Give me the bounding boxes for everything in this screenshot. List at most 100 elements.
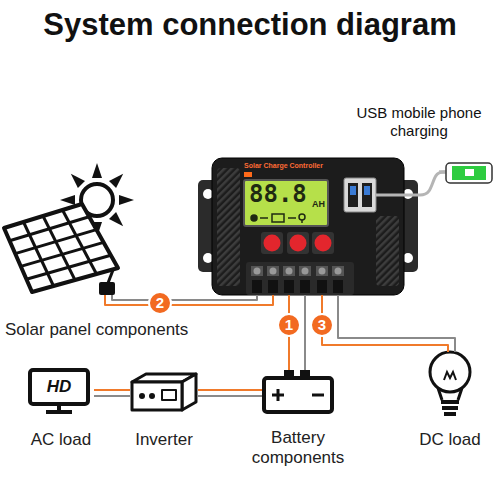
charge-controller-device-part-part <box>302 268 309 275</box>
inverter-icon-part <box>139 393 145 399</box>
monitor-icon-part <box>57 404 61 411</box>
charge-controller-device-part-part <box>268 280 278 293</box>
bulb-icon-part <box>444 372 456 380</box>
solar-panel-icon-part-part <box>10 217 90 241</box>
charge-controller-device-part-part <box>251 266 263 276</box>
charge-controller-device-part <box>315 235 332 252</box>
sun-icon-part <box>67 170 85 188</box>
callout-number: 2 <box>148 291 172 315</box>
callout-number: 3 <box>310 313 334 337</box>
battery-icon-part <box>277 389 280 401</box>
charge-controller-device-part-part <box>283 266 295 276</box>
wire-connector <box>198 390 262 396</box>
charge-controller-device-part-part <box>252 280 262 293</box>
sun-icon-part <box>109 170 127 188</box>
charge-controller-device-part <box>264 235 281 252</box>
charge-controller-device-part <box>251 214 305 223</box>
charge-controller-device-part <box>261 232 283 254</box>
solar-panel: Solar panel components <box>5 165 125 295</box>
charge-controller-device-part-part <box>288 217 296 219</box>
charge-controller-device-part <box>362 183 372 207</box>
phone-icon-part <box>446 163 492 183</box>
charge-controller-device-part-part <box>319 268 326 275</box>
charge-controller-device-part-part <box>317 280 327 293</box>
solar-panel-icon-part <box>4 204 118 292</box>
solar-panel-icon-part <box>10 210 113 286</box>
wire <box>198 395 262 397</box>
solar-panel-icon-part-part <box>15 230 96 254</box>
charge-controller-device-part <box>350 186 356 195</box>
battery-icon-part <box>264 378 332 412</box>
inverter-icon-part <box>162 390 176 400</box>
inverter-icon-part <box>149 393 155 399</box>
charge-controller-device-part <box>344 178 376 212</box>
sun-icon-part <box>119 195 134 205</box>
charge-controller-device-part-part <box>251 215 257 221</box>
solar-panel-icon-part <box>99 282 115 295</box>
dc-load-bulb: DC load <box>425 352 475 420</box>
charge-controller-device-part-part <box>284 280 294 293</box>
charge-controller-device-part-part <box>254 268 261 275</box>
inverter-icon-part <box>182 374 196 410</box>
charge-controller-device-part-part <box>299 266 311 276</box>
charge-controller-device-part-part <box>332 266 344 276</box>
wire <box>338 295 455 352</box>
bulb-icon-part <box>430 352 470 392</box>
wire <box>94 395 130 397</box>
charge-controller-device-part <box>312 232 334 254</box>
charge-controller-device-part <box>287 232 309 254</box>
charge-controller-device-part <box>376 216 399 286</box>
device-label: Solar Charge Controller <box>244 162 323 170</box>
solar-panel-icon-part-part <box>26 255 110 279</box>
wire-connector <box>105 295 273 305</box>
charge-controller-device-part-part <box>267 266 279 276</box>
charge-controller-device-part-part <box>335 268 342 275</box>
wire <box>112 295 257 300</box>
wire <box>304 295 306 370</box>
device-caption: DC load <box>419 430 480 450</box>
solar-panel-icon <box>4 204 118 295</box>
ac-load-monitor: HDAC load <box>28 368 94 414</box>
charge-controller-device-part-part <box>272 214 284 222</box>
wire-connector <box>322 295 455 352</box>
wire <box>105 295 273 305</box>
charge-controller-device-part-part <box>316 266 328 276</box>
callout-number: 1 <box>277 313 301 337</box>
bulb-icon <box>430 352 470 416</box>
charge-controller-device-part <box>376 194 418 197</box>
wire <box>418 172 445 195</box>
phone-icon <box>439 163 492 183</box>
monitor-icon-part <box>46 410 72 414</box>
charge-controller-device-part-part <box>260 217 268 219</box>
battery-icon-part <box>312 394 324 397</box>
bulb-icon-part <box>442 406 458 410</box>
charge-controller-device-part-part <box>300 280 310 293</box>
wire-connector <box>94 390 130 396</box>
charge-controller-device-part <box>217 168 240 286</box>
inverter: Inverter <box>130 372 198 412</box>
device-caption: AC load <box>31 430 91 450</box>
wire-connector <box>418 172 445 195</box>
bulb-icon-part <box>441 400 459 404</box>
charge-controller-device-part-part <box>333 280 343 293</box>
sun-icon-part <box>60 195 75 205</box>
mobile-phone: USB mobile phone charging <box>445 162 493 184</box>
charge-controller-device <box>198 158 418 295</box>
battery-icon <box>264 370 332 412</box>
charge-controller-device-part <box>290 235 307 252</box>
solar-panel-icon-part-part <box>108 270 113 283</box>
solar-panel-icon-part-part <box>21 242 104 266</box>
device-caption: Solar panel components <box>5 320 188 340</box>
device-caption: Battery components <box>243 428 353 469</box>
charge-controller-device-part-part <box>299 214 305 220</box>
charge-controller-device-part <box>246 262 354 295</box>
charge-controller-device-part <box>244 172 252 177</box>
battery: Battery components <box>262 370 334 414</box>
inverter-icon <box>132 374 196 410</box>
charge-controller-device-part <box>251 266 344 293</box>
